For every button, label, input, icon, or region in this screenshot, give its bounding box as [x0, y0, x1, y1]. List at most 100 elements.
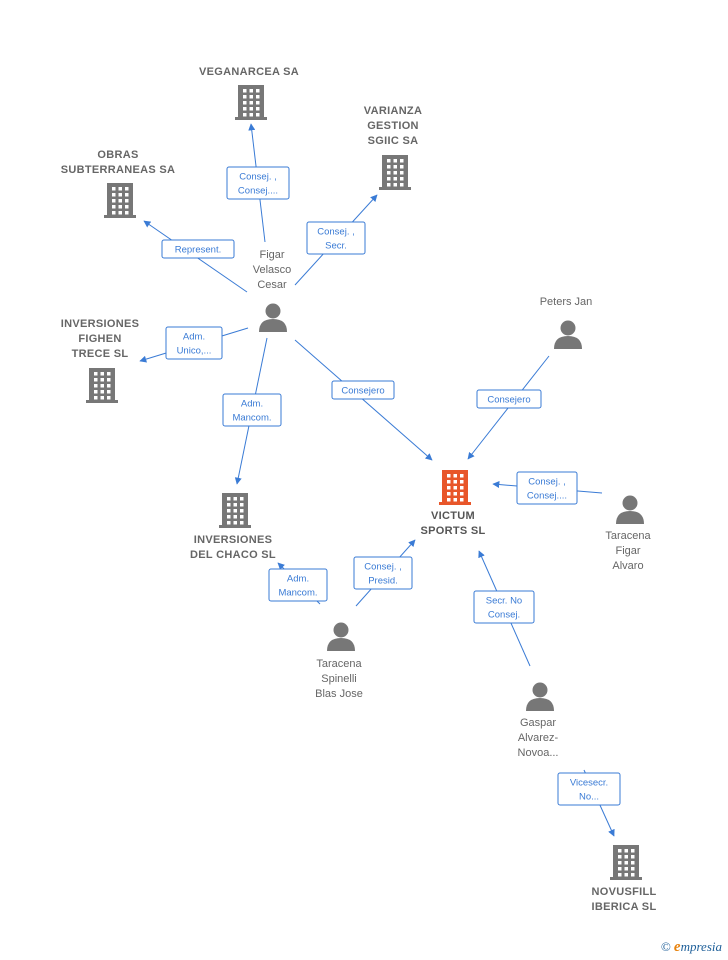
- edge-label-text: Mancom.: [278, 588, 317, 599]
- person-icon[interactable]: [554, 320, 582, 350]
- node-label: NOVUSFILL: [591, 886, 656, 898]
- edge-figar-to-chaco: Adm. Mancom.: [222, 337, 282, 485]
- edge-label-text: Secr.: [325, 241, 347, 252]
- edge-taracena_blas-to-victum: Consej. , Presid.: [353, 539, 416, 607]
- edge-label-text: Represent.: [175, 245, 221, 256]
- edge-figar-to-veganarcea: Consej. , Consej....: [226, 123, 290, 243]
- node-label: Cesar: [257, 279, 287, 291]
- node-label: Spinelli: [321, 673, 356, 685]
- building-icon[interactable]: [610, 845, 642, 880]
- node-label: OBRAS: [97, 149, 138, 161]
- edge-taracena_alvaro-to-victum: Consej. , Consej....: [492, 471, 603, 505]
- building-icon[interactable]: [219, 493, 251, 528]
- edge-label-text: Consej....: [527, 491, 567, 502]
- node-label: VARIANZA: [364, 105, 422, 117]
- building-icon[interactable]: [104, 183, 136, 218]
- edge-line: [294, 339, 433, 461]
- node-veganarcea[interactable]: VEGANARCEA SA: [199, 66, 299, 120]
- edge-label-box[interactable]: [331, 380, 395, 400]
- edge-label-box[interactable]: [353, 556, 413, 590]
- edge-taracena_blas-to-chaco: Adm. Mancom.: [268, 562, 328, 605]
- node-label: INVERSIONES: [61, 318, 140, 330]
- person-icon[interactable]: [616, 495, 644, 525]
- diagram-svg: Consej. , Consej.... Consej. , Secr. Represe…: [61, 66, 656, 913]
- edge-label-box[interactable]: [473, 590, 535, 624]
- node-label: SGIIC SA: [368, 135, 419, 147]
- node-label: Alvaro: [612, 560, 643, 572]
- node-label: Blas Jose: [315, 688, 363, 700]
- edge-label-box[interactable]: [516, 471, 578, 505]
- person-icon[interactable]: [327, 622, 355, 652]
- edge-label-text: Consej....: [238, 186, 278, 197]
- node-label: VEGANARCEA SA: [199, 66, 299, 78]
- node-label: FIGHEN: [78, 333, 121, 345]
- building-icon[interactable]: [439, 470, 471, 505]
- node-label: IBERICA SL: [592, 901, 657, 913]
- building-icon[interactable]: [235, 85, 267, 120]
- edge-gaspar-to-novusfill: Vicesecr. No...: [557, 769, 621, 837]
- node-label: Novoa...: [518, 747, 559, 759]
- node-victum[interactable]: VICTUM SPORTS SL: [420, 470, 485, 537]
- edge-peters-to-victum: Consejero: [467, 355, 550, 460]
- node-label: Velasco: [253, 264, 292, 276]
- node-peters[interactable]: Peters Jan: [540, 296, 593, 349]
- brand-logo: © empresia: [660, 939, 722, 955]
- edge-label-box[interactable]: [165, 326, 223, 360]
- node-label: SPORTS SL: [420, 525, 485, 537]
- edge-label-text: Consejero: [341, 386, 384, 397]
- person-icon[interactable]: [526, 682, 554, 712]
- node-label: TRECE SL: [72, 348, 129, 360]
- edge-label-box[interactable]: [306, 221, 366, 255]
- edge-label-text: Adm.: [183, 332, 205, 343]
- node-label: Peters Jan: [540, 296, 593, 308]
- edge-label-text: Secr. No: [486, 596, 522, 607]
- edge-label-text: Consejero: [487, 395, 530, 406]
- edge-gaspar-to-victum: Secr. No Consej.: [473, 550, 535, 667]
- node-obras[interactable]: OBRAS SUBTERRANEAS SA: [61, 149, 176, 218]
- edge-label-text: Consej.: [488, 610, 520, 621]
- building-icon[interactable]: [379, 155, 411, 190]
- person-icon[interactable]: [259, 303, 287, 333]
- edge-figar-to-obras: Represent.: [143, 220, 248, 293]
- edge-label-text: Consej. ,: [317, 227, 355, 238]
- node-novusfill[interactable]: NOVUSFILL IBERICA SL: [591, 845, 656, 913]
- edge-figar-to-fighen: Adm. Unico,...: [139, 326, 249, 363]
- node-label: INVERSIONES: [194, 534, 273, 546]
- edge-label-text: Presid.: [368, 576, 398, 587]
- node-label: Figar: [259, 249, 284, 261]
- edge-label-text: Adm.: [287, 574, 309, 585]
- edge-label-text: Consej. ,: [239, 172, 277, 183]
- node-chaco[interactable]: INVERSIONES DEL CHACO SL: [190, 493, 276, 561]
- edge-label-text: Vicesecr.: [570, 778, 608, 789]
- edge-label-box[interactable]: [557, 772, 621, 806]
- edge-label-text: Consej. ,: [528, 477, 566, 488]
- edge-label-box[interactable]: [268, 568, 328, 602]
- node-label: SUBTERRANEAS SA: [61, 164, 176, 176]
- building-icon[interactable]: [86, 368, 118, 403]
- node-label: VICTUM: [431, 510, 475, 522]
- node-varianza[interactable]: VARIANZA GESTION SGIIC SA: [364, 105, 422, 190]
- node-label: DEL CHACO SL: [190, 549, 276, 561]
- node-label: GESTION: [367, 120, 419, 132]
- node-label: Gaspar: [520, 717, 556, 729]
- edge-figar-to-victum: Consejero: [294, 339, 433, 461]
- edge-label-box[interactable]: [476, 389, 542, 409]
- node-label: Alvarez-: [518, 732, 559, 744]
- edge-label-text: Unico,...: [177, 346, 212, 357]
- edge-label-text: Adm.: [241, 399, 263, 410]
- node-label: Taracena: [316, 658, 362, 670]
- node-fighen[interactable]: INVERSIONES FIGHEN TRECE SL: [61, 318, 140, 403]
- edge-label-box[interactable]: [222, 393, 282, 427]
- node-label: Figar: [615, 545, 640, 557]
- edge-label-box[interactable]: [226, 166, 290, 200]
- edge-label-box[interactable]: [161, 239, 235, 259]
- edge-label-text: No...: [579, 792, 599, 803]
- node-label: Taracena: [605, 530, 651, 542]
- edge-label-text: Mancom.: [232, 413, 271, 424]
- edge-label-text: Consej. ,: [364, 562, 402, 573]
